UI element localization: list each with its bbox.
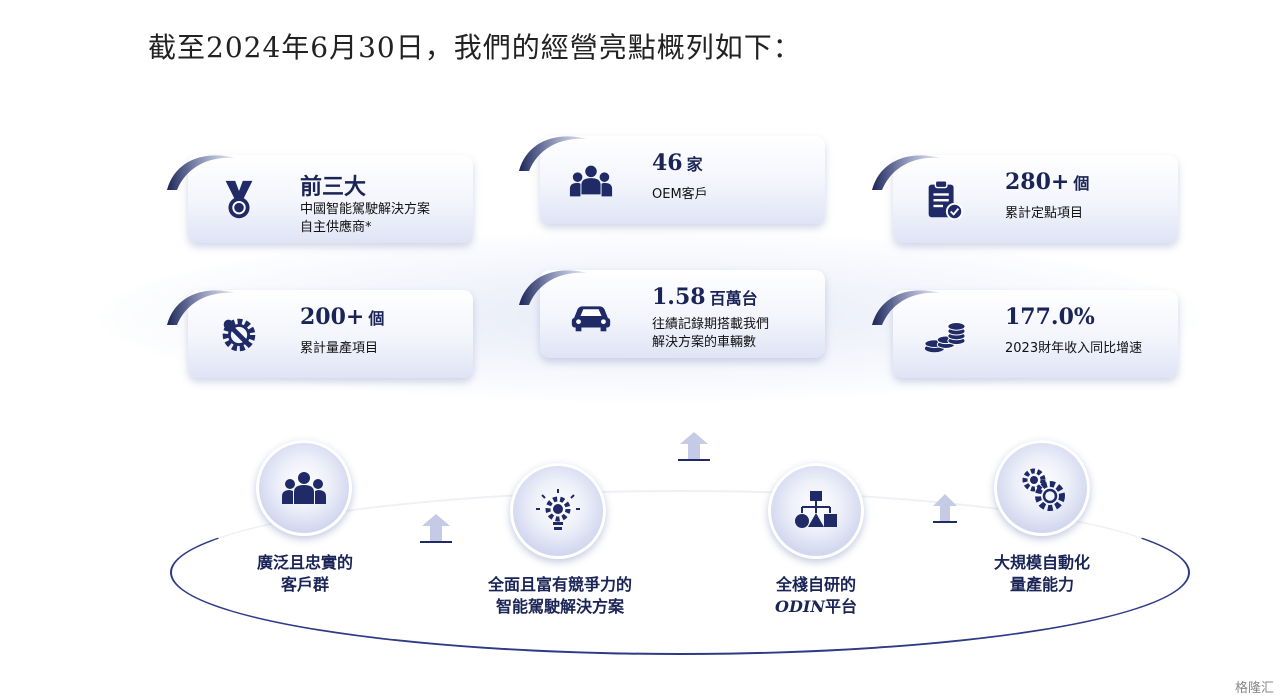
stat-card-revenue-growth: 177.0% 2023財年收入同比增速	[893, 290, 1178, 378]
hierarchy-icon	[795, 491, 837, 528]
stat-value: 前三大	[300, 174, 367, 200]
stat-desc-line1: 累計定點項目	[1005, 206, 1084, 221]
medal-icon	[225, 180, 253, 219]
foundation-ellipse	[170, 490, 1190, 655]
stat-desc-line1: 中國智能駕駛解決方案	[300, 202, 431, 217]
pillar-label-line2: 量產能力	[1009, 575, 1074, 594]
pillar-label-line1: 廣泛且忠實的	[256, 553, 353, 572]
up-arrow-icon	[420, 514, 452, 543]
stat-unit: 家	[686, 155, 703, 174]
stat-card-designated-projects: 280+個 累計定點項目	[893, 155, 1178, 243]
swoosh-decoration	[872, 290, 940, 325]
lightbulb-gear-icon	[536, 489, 580, 530]
page-heading: 截至2024年6月30日，我們的經營亮點概列如下：	[148, 31, 802, 64]
car-icon	[571, 306, 611, 332]
up-arrow-icon	[933, 494, 957, 523]
up-arrow-icon	[678, 432, 710, 461]
pillar-label-line2: 客戶群	[280, 575, 329, 594]
gears-icon	[1022, 468, 1065, 511]
customers-icon	[282, 472, 326, 504]
swoosh-decoration	[519, 136, 587, 171]
watermark: 格隆汇	[1234, 681, 1274, 696]
pillar-label-line1: 全棧自研的	[775, 575, 856, 594]
pillar-circle-customers	[256, 440, 352, 536]
swoosh-decoration	[872, 155, 940, 190]
gear-wrench-icon	[222, 318, 256, 352]
stat-unit: 百萬台	[709, 289, 758, 308]
pillar-circle-odin	[768, 463, 864, 559]
stat-unit: 個	[1073, 174, 1090, 193]
coins-icon	[924, 322, 966, 353]
pillar-label-odin: ODIN	[775, 597, 825, 616]
pillar-circle-production	[994, 440, 1090, 536]
stat-value: 46	[652, 150, 683, 176]
stat-value: 200+	[300, 304, 365, 330]
stat-desc-line2: 自主供應商*	[300, 220, 372, 235]
pillar-label-line2: 平台	[824, 597, 857, 616]
stat-desc-line1: 往績記錄期搭載我們	[652, 317, 770, 332]
pillar-label-line2: 智能駕駛解決方案	[495, 597, 624, 616]
stat-card-top-three: 前三大 中國智能駕駛解決方案 自主供應商*	[188, 155, 473, 243]
stat-desc-line1: 累計量產項目	[300, 341, 379, 356]
pillar-circle-solutions	[510, 463, 606, 559]
stat-desc-line2: 解決方案的車輛數	[652, 335, 757, 350]
people-group-icon	[569, 165, 613, 197]
swoosh-decoration	[167, 290, 235, 325]
stat-desc-line1: 2023財年收入同比增速	[1005, 341, 1143, 356]
swoosh-decoration	[519, 270, 587, 305]
swoosh-decoration	[167, 155, 235, 190]
stat-desc-line1: OEM客戶	[652, 187, 708, 202]
stat-unit: 個	[368, 309, 385, 328]
pillar-label-line1: 全面且富有競爭力的	[487, 575, 632, 594]
clipboard-check-icon	[928, 180, 964, 221]
stat-value: 280+	[1005, 169, 1070, 195]
pillar-label-line1: 大規模自動化	[993, 553, 1090, 572]
stat-card-mass-production: 200+個 累計量產項目	[188, 290, 473, 378]
stat-value: 1.58	[652, 284, 706, 310]
stat-value: 177.0%	[1005, 304, 1095, 330]
